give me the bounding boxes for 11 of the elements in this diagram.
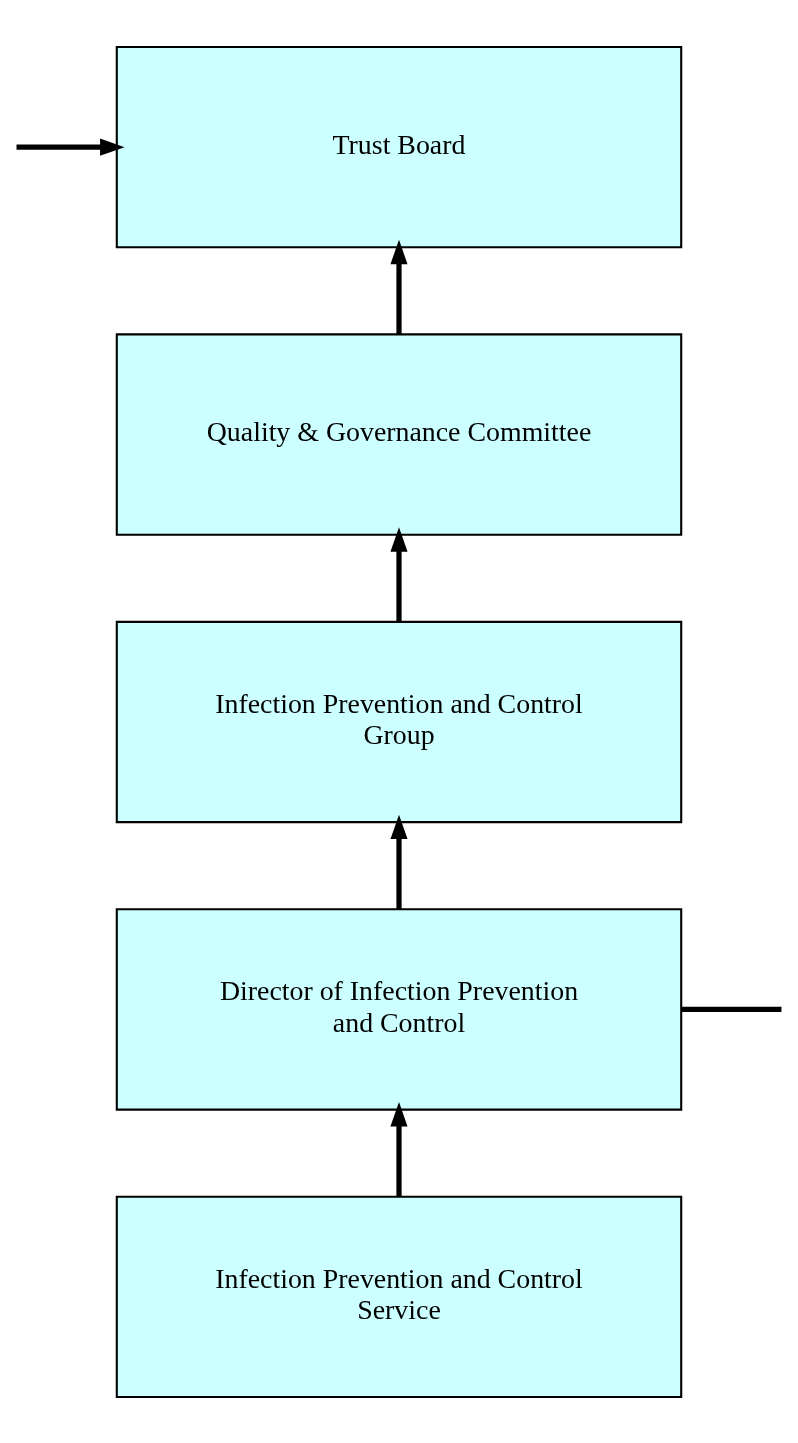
arrow bbox=[390, 1101, 408, 1197]
connector bbox=[681, 1006, 782, 1012]
arrow bbox=[390, 526, 408, 622]
arrow bbox=[16, 138, 125, 156]
node-box: Quality & Governance Committee bbox=[115, 332, 683, 536]
arrow bbox=[390, 239, 408, 334]
arrow bbox=[390, 814, 408, 909]
node-box: Infection Prevention and Control Service bbox=[115, 1195, 683, 1398]
node-box: Trust Board bbox=[115, 45, 683, 248]
node-box: Director of Infection Prevention and Control bbox=[115, 907, 683, 1111]
node-box: Infection Prevention and Control Group bbox=[115, 620, 683, 823]
